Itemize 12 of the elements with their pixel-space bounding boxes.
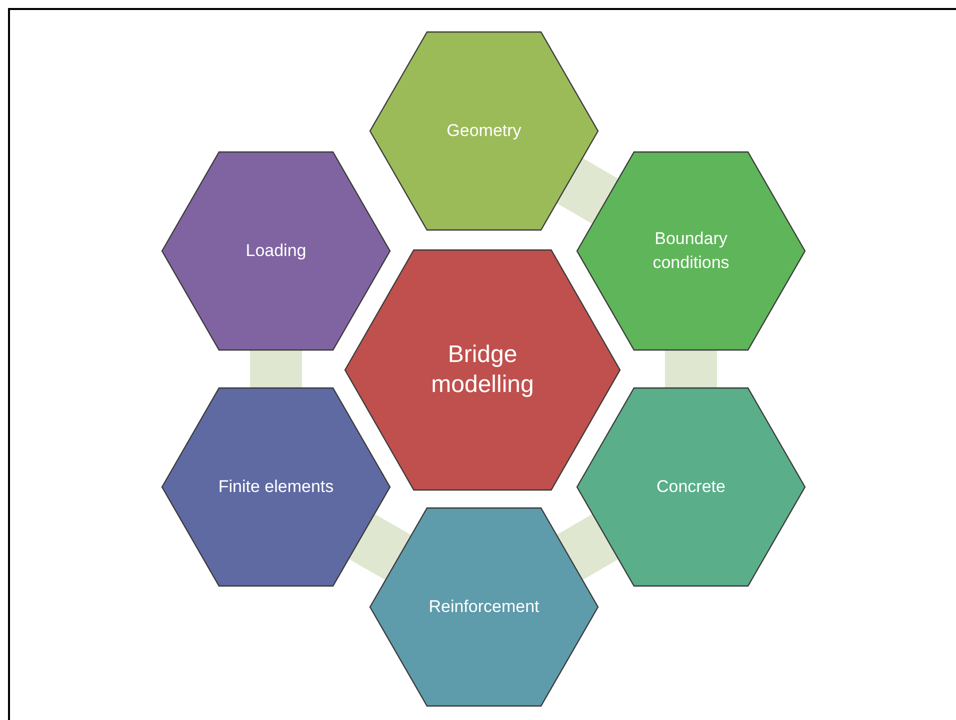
hexagon-label: Loading <box>244 240 308 262</box>
connector-band <box>556 158 619 224</box>
hexagon-label: Boundary conditions <box>652 228 730 274</box>
connector-band <box>665 350 717 388</box>
connector-band <box>250 350 302 388</box>
connector-band <box>348 514 412 580</box>
connector-band <box>556 514 619 580</box>
hexagon-label: Bridge modelling <box>430 340 535 400</box>
hexagon-label: Finite elements <box>217 476 335 498</box>
hexagon-label: Geometry <box>446 120 522 142</box>
hexagon-label: Concrete <box>656 476 726 498</box>
hexagon-label: Reinforcement <box>428 596 540 618</box>
